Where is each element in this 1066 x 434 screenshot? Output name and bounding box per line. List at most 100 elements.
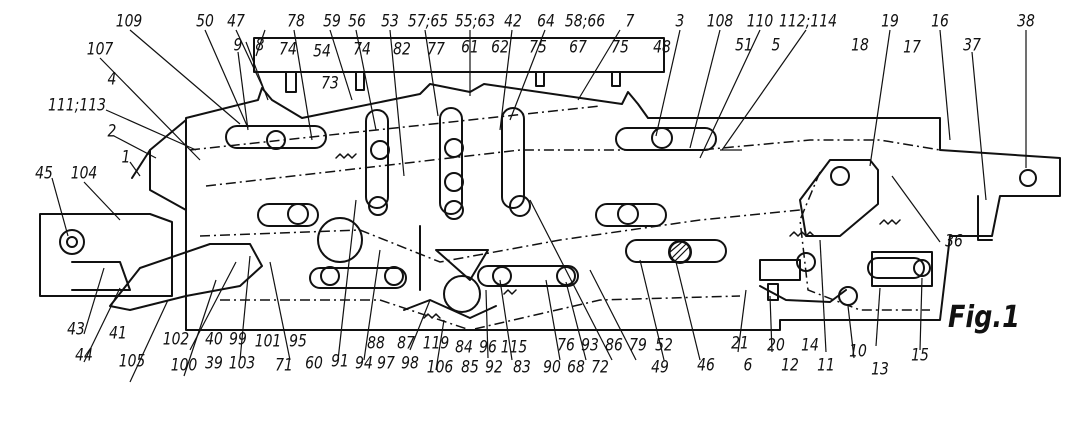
main-plate xyxy=(131,83,1061,331)
label-75-left: 75 xyxy=(529,37,547,58)
label-52: 52 xyxy=(655,335,673,356)
label-3: 3 xyxy=(675,11,685,32)
label-21: 21 xyxy=(731,333,749,354)
label-92: 92 xyxy=(485,357,503,378)
label-99: 99 xyxy=(229,329,247,350)
right-mechanism xyxy=(759,159,933,303)
left-lever xyxy=(39,213,263,311)
label-101: 101 xyxy=(254,331,282,352)
label-45: 45 xyxy=(35,163,53,184)
label-16: 16 xyxy=(931,11,949,32)
label-36: 36 xyxy=(945,231,963,252)
label-37: 37 xyxy=(963,35,981,56)
label-84: 84 xyxy=(455,337,473,358)
label-20: 20 xyxy=(767,335,785,356)
pins xyxy=(266,127,931,306)
label-18: 18 xyxy=(851,35,869,56)
figure-label: Fig.1 xyxy=(948,300,1020,335)
label-64: 64 xyxy=(537,11,555,32)
label-11: 11 xyxy=(817,355,835,376)
label-110: 110 xyxy=(746,11,774,32)
label-55-63: 55;63 xyxy=(454,11,496,32)
label-10: 10 xyxy=(849,341,867,362)
label-87: 87 xyxy=(397,333,415,354)
label-57-65: 57;65 xyxy=(407,11,449,32)
label-39: 39 xyxy=(205,353,223,374)
label-91: 91 xyxy=(331,351,349,372)
label-6: 6 xyxy=(743,355,753,376)
label-96: 96 xyxy=(479,337,497,358)
label-98: 98 xyxy=(401,353,419,374)
label-108: 108 xyxy=(706,11,734,32)
label-71: 71 xyxy=(275,355,293,376)
label-109: 109 xyxy=(115,11,143,32)
label-40: 40 xyxy=(205,329,223,350)
label-119: 119 xyxy=(422,333,450,354)
label-104: 104 xyxy=(70,163,98,184)
label-107: 107 xyxy=(86,39,114,60)
label-4: 4 xyxy=(107,69,117,90)
label-74-right: 74 xyxy=(353,39,371,60)
label-68: 68 xyxy=(567,357,585,378)
center-hub xyxy=(317,217,497,319)
label-77: 77 xyxy=(427,39,445,60)
label-8: 8 xyxy=(255,35,265,56)
label-61: 61 xyxy=(461,37,479,58)
label-53: 53 xyxy=(381,11,399,32)
label-60: 60 xyxy=(305,353,323,374)
label-85: 85 xyxy=(461,357,479,378)
label-97: 97 xyxy=(377,353,395,374)
label-41: 41 xyxy=(109,323,127,344)
label-93: 93 xyxy=(581,335,599,356)
label-50: 50 xyxy=(196,11,214,32)
label-111-113: 111;113 xyxy=(48,95,106,116)
label-46: 46 xyxy=(697,355,715,376)
label-12: 12 xyxy=(781,355,799,376)
right-arm xyxy=(977,169,1037,241)
label-75-right: 75 xyxy=(611,37,629,58)
label-79: 79 xyxy=(629,335,647,356)
label-13: 13 xyxy=(871,359,889,380)
label-112-114: 112;114 xyxy=(779,11,837,32)
label-94: 94 xyxy=(355,353,373,374)
label-54: 54 xyxy=(313,41,331,62)
label-14: 14 xyxy=(801,335,819,356)
label-38: 38 xyxy=(1017,11,1035,32)
label-73: 73 xyxy=(321,73,339,94)
label-82: 82 xyxy=(393,39,411,60)
label-100: 100 xyxy=(170,355,198,376)
label-72: 72 xyxy=(591,357,609,378)
label-76: 76 xyxy=(557,335,575,356)
label-88: 88 xyxy=(367,333,385,354)
top-bar xyxy=(253,37,665,93)
label-15: 15 xyxy=(911,345,929,366)
label-42: 42 xyxy=(504,11,522,32)
label-9: 9 xyxy=(233,35,243,56)
label-90: 90 xyxy=(543,357,561,378)
label-7: 7 xyxy=(625,11,635,32)
label-43: 43 xyxy=(67,319,85,340)
label-67: 67 xyxy=(569,37,587,58)
label-83: 83 xyxy=(513,357,531,378)
label-49: 49 xyxy=(651,357,669,378)
label-56: 56 xyxy=(348,11,366,32)
label-103: 103 xyxy=(228,353,256,374)
label-58-66: 58;66 xyxy=(564,11,606,32)
label-115: 115 xyxy=(500,337,528,358)
label-19: 19 xyxy=(881,11,899,32)
label-59: 59 xyxy=(323,11,341,32)
label-105: 105 xyxy=(118,351,146,372)
label-1: 1 xyxy=(121,147,131,168)
label-5: 5 xyxy=(771,35,781,56)
label-106: 106 xyxy=(426,357,454,378)
label-74-left: 74 xyxy=(279,39,297,60)
label-48: 48 xyxy=(653,37,671,58)
label-17: 17 xyxy=(903,37,921,58)
label-78: 78 xyxy=(287,11,305,32)
label-44: 44 xyxy=(75,345,93,366)
label-2: 2 xyxy=(107,121,117,142)
label-51: 51 xyxy=(735,35,753,56)
label-95: 95 xyxy=(289,331,307,352)
label-102: 102 xyxy=(162,329,190,350)
